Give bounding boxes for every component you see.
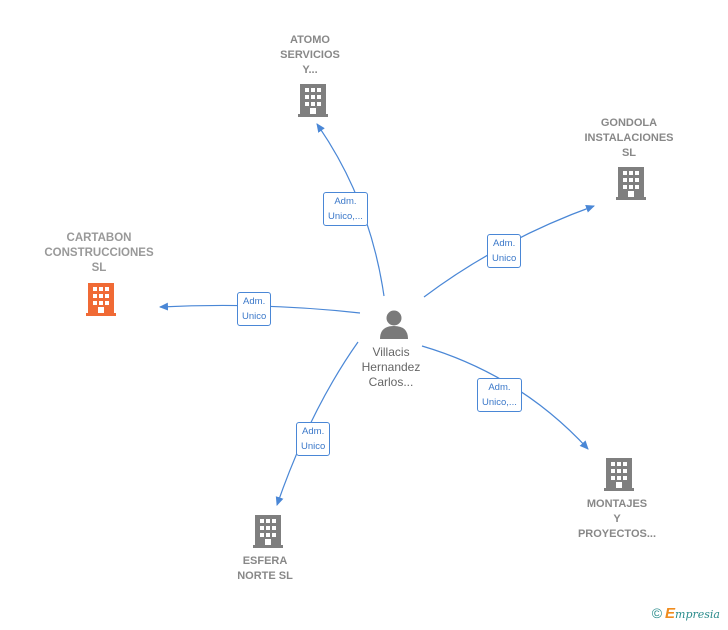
company-label-montajes[interactable]: MONTAJES Y PROYECTOS... xyxy=(567,497,667,542)
company-name-line: NORTE SL xyxy=(237,570,293,582)
brand-initial: E xyxy=(665,605,676,622)
company-name-line: SL xyxy=(621,147,637,159)
copyright-brand[interactable]: ©Empresia xyxy=(652,605,720,622)
company-name-line: CARTABON xyxy=(66,232,132,244)
company-label-cartabon[interactable]: CARTABON CONSTRUCCIONES SL xyxy=(34,231,164,276)
company-label-esfera[interactable]: ESFERA NORTE SL xyxy=(225,554,305,584)
company-name-line: SL xyxy=(91,262,107,274)
person-name-line: Villacis xyxy=(372,345,410,359)
building-icon-montajes[interactable] xyxy=(604,458,634,491)
building-icon-gondola[interactable] xyxy=(616,167,646,200)
building-icon-cartabon[interactable] xyxy=(86,283,116,316)
building-icon-esfera[interactable] xyxy=(253,515,283,548)
relation-badge-cartabon[interactable]: Adm. Unico xyxy=(237,292,272,326)
relation-line: Adm. xyxy=(488,382,511,393)
relation-line: Unico xyxy=(242,311,267,322)
company-name-line: ESFERA xyxy=(242,555,288,567)
company-name-line: GONDOLA xyxy=(600,117,658,129)
relation-line: Adm. xyxy=(334,196,357,207)
brand-name: mpresia xyxy=(675,608,720,621)
company-name-line: MONTAJES xyxy=(586,498,648,510)
relation-line: Unico,... xyxy=(482,397,517,408)
company-name-line: Y... xyxy=(302,64,318,76)
company-label-atomo[interactable]: ATOMO SERVICIOS Y... xyxy=(270,33,350,78)
relation-line: Adm. xyxy=(243,296,266,307)
relation-badge-esfera[interactable]: Adm. Unico xyxy=(296,422,331,456)
person-name-line: Hernandez xyxy=(361,360,421,374)
company-name-line: CONSTRUCCIONES xyxy=(44,247,154,259)
edge-esfera xyxy=(275,341,359,506)
relation-badge-gondola[interactable]: Adm. Unico xyxy=(487,234,522,268)
copyright-icon: © xyxy=(651,605,663,621)
company-name-line: Y xyxy=(613,513,621,525)
relation-line: Adm. xyxy=(302,426,325,437)
company-name-line: SERVICIOS xyxy=(280,49,340,61)
relation-line: Unico xyxy=(301,441,326,452)
person-label[interactable]: Villacis Hernandez Carlos... xyxy=(351,345,431,390)
person-name-line: Carlos... xyxy=(368,375,414,389)
relation-line: Unico xyxy=(492,253,517,264)
person-icon[interactable] xyxy=(380,310,408,340)
relation-badge-montajes[interactable]: Adm. Unico,... xyxy=(477,378,522,412)
building-icon-atomo[interactable] xyxy=(298,84,328,117)
relation-line: Unico,... xyxy=(328,211,363,222)
company-name-line: INSTALACIONES xyxy=(584,132,674,144)
company-name-line: PROYECTOS... xyxy=(577,528,657,540)
relation-line: Adm. xyxy=(493,238,516,249)
company-label-gondola[interactable]: GONDOLA INSTALACIONES SL xyxy=(574,116,684,161)
company-name-line: ATOMO xyxy=(290,34,330,46)
relation-badge-atomo[interactable]: Adm. Unico,... xyxy=(323,192,368,226)
